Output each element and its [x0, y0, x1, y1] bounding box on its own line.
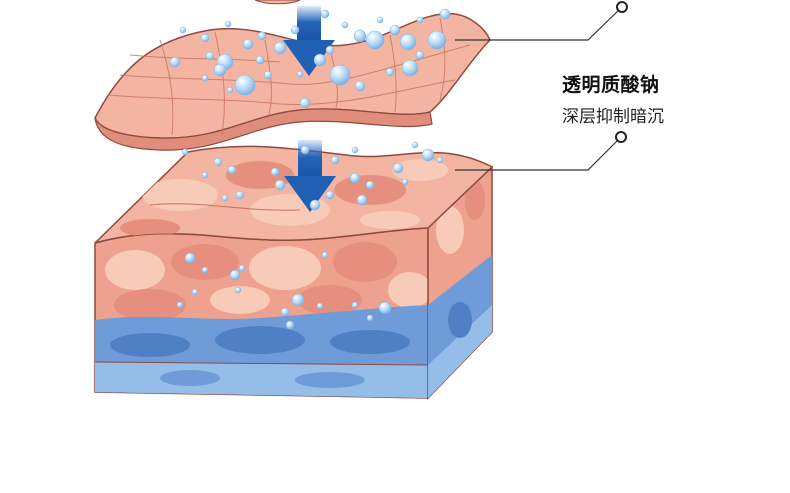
bubble — [427, 30, 447, 50]
bubble — [176, 301, 184, 309]
ingredient-subtitle: 深层抑制暗沉 — [562, 107, 664, 127]
bubble — [365, 180, 375, 190]
bubble — [191, 288, 199, 296]
bubble — [354, 80, 366, 92]
bubble — [321, 251, 329, 259]
bubble — [349, 172, 361, 184]
bubble — [356, 194, 368, 206]
bubble — [351, 301, 359, 309]
bubble — [415, 50, 425, 60]
bubble — [201, 171, 209, 179]
hyaluronic-bubbles — [169, 8, 451, 330]
bubble — [184, 252, 196, 264]
bubble — [309, 199, 321, 211]
bubble — [273, 41, 287, 55]
bubble — [411, 141, 419, 149]
leader-line-top — [455, 6, 623, 41]
bubble — [436, 156, 444, 164]
bubble — [378, 301, 392, 315]
bubble — [201, 74, 209, 82]
bubble — [329, 64, 351, 86]
bubble — [325, 45, 335, 55]
bubble — [376, 16, 384, 24]
bubble — [385, 67, 395, 77]
bubble — [399, 33, 417, 51]
bubble — [179, 26, 187, 34]
bubble — [366, 314, 374, 322]
bubble — [300, 145, 310, 155]
bubble — [401, 59, 419, 77]
bubble — [296, 70, 304, 78]
bubble — [401, 178, 409, 186]
bubble — [439, 8, 451, 20]
bubble — [229, 269, 241, 281]
circle-marker-icon — [615, 131, 627, 143]
bubble — [213, 157, 223, 167]
bubble — [181, 148, 189, 156]
bubble — [226, 86, 234, 94]
bubble — [341, 21, 349, 29]
bubble — [351, 146, 359, 154]
bubble — [325, 190, 335, 200]
top-skin-fragment — [254, 0, 301, 5]
bubble — [316, 302, 324, 310]
ingredient-title: 透明质酸钠 — [562, 74, 660, 96]
down-arrow-icon — [283, 6, 335, 76]
bubble — [365, 30, 385, 50]
bubble — [200, 33, 210, 43]
bubble — [234, 286, 242, 294]
bubble — [238, 264, 246, 272]
circle-marker-icon — [616, 1, 628, 13]
bubble — [353, 29, 367, 43]
bubble — [224, 20, 232, 28]
bubble — [299, 97, 311, 109]
bubble — [242, 38, 254, 50]
bubble — [201, 266, 209, 274]
leader-line-bottom — [455, 136, 622, 171]
bubble — [421, 148, 435, 162]
skin-block — [94, 145, 494, 400]
bubble — [255, 55, 265, 65]
bubble — [234, 74, 256, 96]
bubble — [280, 307, 290, 317]
bubble — [221, 194, 229, 202]
bubble — [169, 56, 181, 68]
bubble — [389, 24, 401, 36]
bubble — [227, 165, 237, 175]
bubble — [205, 51, 215, 61]
bubble — [213, 63, 227, 77]
bubble — [330, 155, 340, 165]
bubble — [320, 9, 330, 19]
bubble — [235, 190, 245, 200]
bubble — [392, 162, 404, 174]
bubble — [313, 53, 327, 67]
bubble — [263, 70, 273, 80]
bubble — [270, 167, 280, 177]
bubble — [416, 16, 424, 24]
down-arrow-icon — [284, 140, 336, 212]
bubble — [290, 25, 300, 35]
bubble — [285, 320, 295, 330]
bubble — [257, 31, 267, 41]
bubble — [274, 179, 286, 191]
bubble — [291, 293, 305, 307]
